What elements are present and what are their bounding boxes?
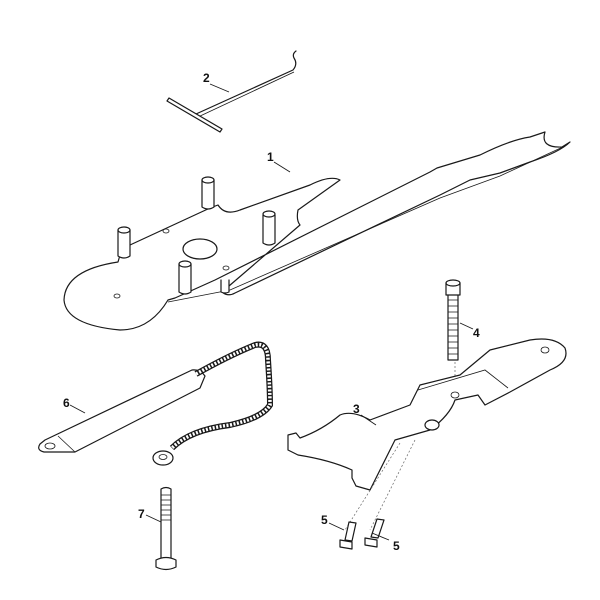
callout-5b: 5 xyxy=(393,539,400,553)
part-2-t-handle-tool xyxy=(166,50,297,133)
callout-3: 3 xyxy=(353,402,360,416)
callout-7: 7 xyxy=(138,507,145,521)
part-1-wrench-plate xyxy=(63,131,571,331)
callout-1: 1 xyxy=(267,150,274,164)
callout-2: 2 xyxy=(203,71,210,85)
part-4-long-bolt xyxy=(445,279,461,393)
part-7-hex-bolt xyxy=(155,486,177,571)
callout-5a: 5 xyxy=(321,513,328,527)
callout-4: 4 xyxy=(473,326,480,340)
callout-6: 6 xyxy=(63,396,70,410)
part-3-bracket xyxy=(287,338,567,531)
callout-leaders xyxy=(69,83,474,541)
part-5-short-bolts xyxy=(339,518,385,550)
part-6-ground-strap xyxy=(38,341,274,466)
